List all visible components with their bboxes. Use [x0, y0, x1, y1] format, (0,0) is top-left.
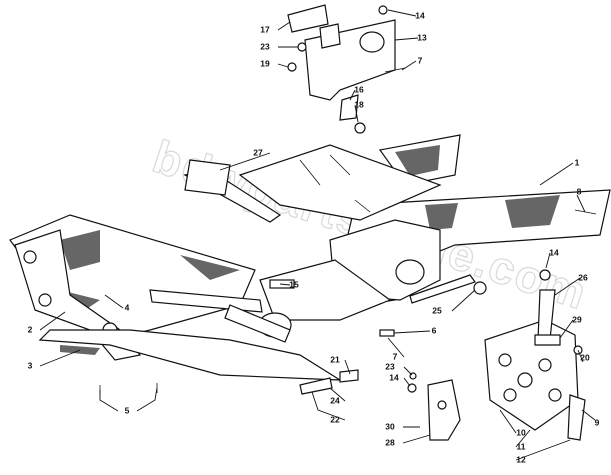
callout-label-14b: 14: [549, 247, 559, 257]
callout-label-13: 13: [417, 32, 427, 42]
callout-label-17: 17: [260, 24, 270, 34]
callout-label-30: 30: [385, 421, 395, 431]
callout-label-14c: 14: [389, 372, 399, 382]
callout-label-15: 15: [289, 279, 299, 289]
callout-label-23b: 23: [385, 361, 395, 371]
callout-label-21: 21: [330, 354, 340, 364]
leader-lines: [39, 9, 596, 461]
callout-label-1: 1: [575, 157, 580, 167]
callout-label-27: 27: [253, 147, 263, 157]
callout-label-4: 4: [125, 302, 130, 312]
callout-label-23a: 23: [260, 41, 270, 51]
callout-label-9: 9: [595, 417, 600, 427]
callout-label-19: 19: [260, 58, 270, 68]
footrest-assembly: [484, 269, 586, 441]
callout-label-12: 12: [516, 454, 526, 464]
callout-label-8: 8: [577, 186, 582, 196]
callout-label-14a: 14: [415, 10, 425, 20]
callout-label-5: 5: [125, 405, 130, 415]
callout-label-22: 22: [330, 414, 340, 424]
callout-label-26: 26: [578, 272, 588, 282]
callout-label-18: 18: [354, 99, 364, 109]
callout-label-24: 24: [330, 395, 340, 405]
callout-label-20: 20: [580, 352, 590, 362]
steering-bracket-assembly: [287, 4, 396, 134]
callout-label-3: 3: [28, 360, 33, 370]
callout-label-6: 6: [432, 325, 437, 335]
callout-label-16: 16: [354, 84, 364, 94]
callout-label-29: 29: [572, 314, 582, 324]
callout-label-25: 25: [432, 305, 442, 315]
callout-labels: 1234567789101112131414141516171819202122…: [28, 10, 600, 464]
front-frame-assembly: [9, 134, 611, 381]
callout-label-28: 28: [385, 437, 395, 447]
callout-label-7b: 7: [393, 351, 398, 361]
callout-label-10: 10: [516, 427, 526, 437]
callout-label-2: 2: [28, 324, 33, 334]
callout-label-11: 11: [517, 441, 526, 451]
callout-label-7a: 7: [418, 55, 423, 65]
lower-mount-plate: [299, 369, 461, 441]
